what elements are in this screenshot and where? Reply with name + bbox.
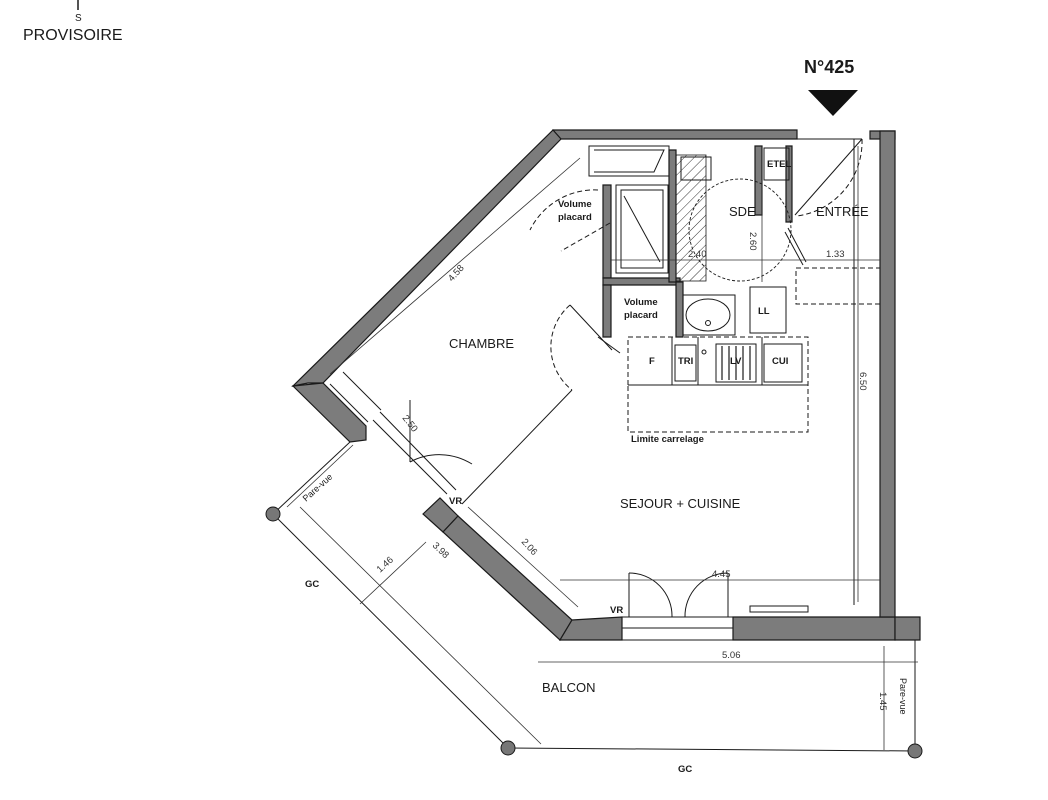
dim-260: 2.60 (747, 232, 758, 251)
gc-label-1: GC (305, 579, 319, 590)
tri-label: TRI (678, 356, 693, 367)
dim-250: 2.50 (400, 413, 420, 434)
balcony-post-icon (265, 506, 281, 522)
balcony (265, 441, 923, 759)
dim-458: 4.58 (446, 263, 467, 284)
dim-445: 4.45 (712, 569, 731, 580)
vr-label-2: VR (610, 605, 623, 616)
room-label-entree: ENTRÉE (816, 204, 869, 219)
bathroom (588, 145, 807, 336)
dim-240: 2.40 (688, 249, 707, 260)
room-label-sejour: SEJOUR + CUISINE (620, 496, 741, 511)
dim-145: 1.45 (877, 692, 888, 711)
dimension-lines (286, 146, 918, 750)
walls (291, 129, 921, 641)
pare-vue-label-2: Pare-vue (898, 678, 908, 715)
inner-outlines (329, 138, 862, 641)
status-label: PROVISOIRE (23, 27, 123, 44)
dim-506: 5.06 (722, 650, 741, 661)
volume-placard-1-line1: Volume (558, 199, 592, 210)
lv-label: LV (730, 356, 742, 367)
etel-label: ETEL (767, 159, 791, 170)
volume-placard-2-line2: placard (624, 310, 658, 321)
gc-label-2: GC (678, 764, 692, 775)
volume-placard-2-line1: Volume (624, 297, 658, 308)
balcony-post-icon (907, 743, 923, 759)
compass-letter: S (75, 13, 82, 24)
cui-label: CUI (772, 356, 788, 367)
limite-carrelage-label: Limite carrelage (631, 434, 704, 445)
ll-label: LL (758, 306, 770, 317)
dim-206: 2.06 (519, 537, 540, 558)
room-label-balcon: BALCON (542, 680, 595, 695)
dim-133: 1.33 (826, 249, 845, 260)
kitchen (627, 336, 809, 433)
vr-label-1: VR (449, 496, 462, 507)
compass: S (75, 0, 82, 24)
room-label-sde: SDE (729, 204, 756, 219)
dim-146: 1.46 (375, 555, 396, 576)
pare-vue-label-1: Pare-vue (301, 472, 335, 504)
lv-grid (721, 346, 751, 380)
dim-650: 6.50 (857, 372, 868, 391)
lot-number: N°425 (804, 57, 854, 77)
dim-398: 3.98 (430, 540, 451, 561)
doors (409, 138, 881, 618)
balcony-post-icon (500, 740, 516, 756)
volume-placard-1-line2: placard (558, 212, 592, 223)
fridge-label: F (649, 356, 655, 367)
entrance-arrow-icon (808, 90, 858, 116)
room-label-chambre: CHAMBRE (449, 336, 514, 351)
